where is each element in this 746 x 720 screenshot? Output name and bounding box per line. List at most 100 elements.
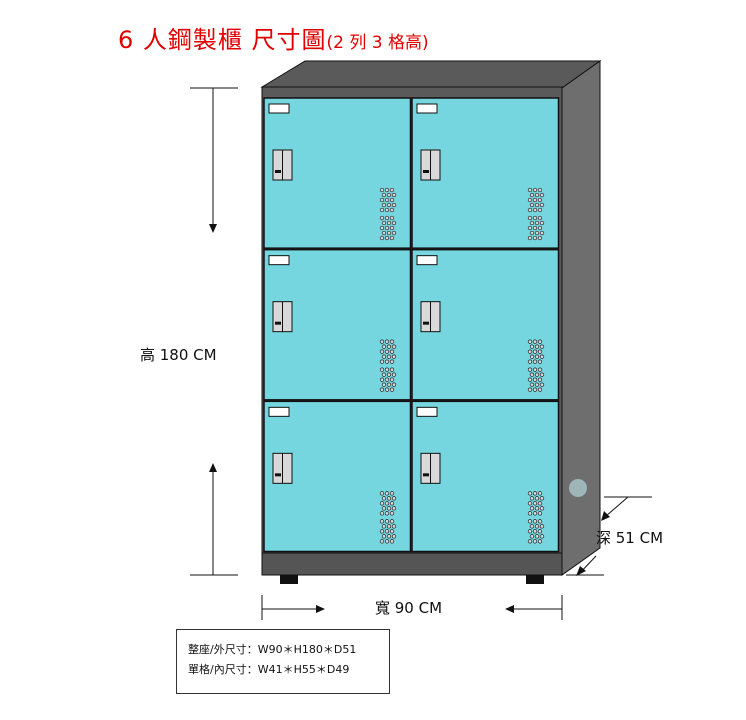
vent-hole (389, 519, 395, 524)
vent-hole (389, 187, 395, 193)
vent-hole (532, 529, 538, 534)
door-lock (423, 170, 429, 173)
vent-hole (527, 235, 533, 241)
cabinet-side (561, 60, 601, 576)
vent-hole (384, 207, 390, 213)
depth-arrow-up (576, 566, 586, 576)
vent-hole (537, 187, 543, 193)
vent-hole (539, 496, 545, 501)
vent-hole (527, 387, 533, 392)
vent-hole (384, 491, 390, 496)
vent-hole (537, 225, 543, 231)
width-dimension (261, 595, 563, 620)
vent-hole (537, 207, 543, 213)
vent-hole (384, 235, 390, 241)
vent-hole (527, 491, 533, 496)
vent-hole (532, 349, 538, 354)
vent-hole (391, 524, 397, 529)
vent-hole (534, 524, 540, 529)
vent-hole (379, 519, 385, 524)
name-card-slot (416, 406, 438, 417)
vent-hole (532, 235, 538, 241)
vent-hole (379, 367, 385, 372)
vent-hole (539, 192, 545, 198)
cabinet-foot-right (526, 575, 544, 584)
name-card-slot (268, 406, 290, 417)
vent-hole (529, 192, 535, 198)
vent-hole (537, 377, 543, 382)
vent-hole (537, 539, 543, 544)
vent-hole (384, 501, 390, 506)
vent-hole (386, 524, 392, 529)
vent-hole (391, 202, 397, 208)
vent-hole (386, 506, 392, 511)
vent-hole (539, 382, 545, 387)
vent-hole (384, 225, 390, 231)
vent-hole (379, 339, 385, 344)
vent-hole (527, 215, 533, 221)
vent-hole (537, 359, 543, 364)
vent-hole (391, 382, 397, 387)
door-lock (275, 321, 281, 325)
vent-hole (384, 511, 390, 516)
vent-hole (539, 230, 545, 236)
vent-hole (386, 220, 392, 226)
vent-hole (381, 372, 387, 377)
vent-hole (379, 387, 385, 392)
vent-hole (384, 529, 390, 534)
vent-hole (381, 534, 387, 539)
height-arrow-down (209, 224, 217, 233)
vent-hole (391, 230, 397, 236)
vent-hole (534, 344, 540, 349)
vent-hole (391, 496, 397, 501)
vent-hole (386, 534, 392, 539)
width-arrow-left (505, 605, 514, 613)
vent-hole (389, 235, 395, 241)
vent-hole (391, 344, 397, 349)
vent-hole (537, 511, 543, 516)
vent-hole (527, 359, 533, 364)
spec-inner: 單格/內尺寸：W41＊H55＊D49 (188, 663, 350, 676)
vent-hole (527, 511, 533, 516)
height-dimension (190, 87, 238, 576)
vent-hole (391, 506, 397, 511)
vent-hole (532, 339, 538, 344)
vent-hole (384, 359, 390, 364)
vent-hole (386, 496, 392, 501)
vent-hole (534, 220, 540, 226)
vent-hole (384, 539, 390, 544)
vent-hole (534, 202, 540, 208)
vent-hole (391, 192, 397, 198)
vent-hole (532, 511, 538, 516)
vent-hole (386, 344, 392, 349)
vent-hole (379, 511, 385, 516)
vent-hole (379, 225, 385, 231)
name-card-slot (268, 255, 290, 266)
vent-hole (529, 496, 535, 501)
vent-hole (532, 491, 538, 496)
watermark-icon (569, 479, 587, 497)
vent-hole (527, 529, 533, 534)
vent-hole (379, 187, 385, 193)
vent-hole (537, 529, 543, 534)
vent-hole (537, 519, 543, 524)
vent-hole (389, 339, 395, 344)
spec-box: 整座/外尺寸：W90＊H180＊D51 單格/內尺寸：W41＊H55＊D49 (176, 629, 390, 694)
vent-hole (532, 225, 538, 231)
vent-hole (532, 501, 538, 506)
vent-hole (389, 225, 395, 231)
vent-hole (381, 524, 387, 529)
vent-hole (379, 539, 385, 544)
vent-hole (386, 354, 392, 359)
vent-hole (379, 215, 385, 221)
vent-hole (537, 215, 543, 221)
vent-hole (381, 220, 387, 226)
vent-hole (529, 202, 535, 208)
vent-hole (532, 387, 538, 392)
width-arrow-right (316, 605, 325, 613)
vent-hole (389, 491, 395, 496)
vent-hole (386, 382, 392, 387)
vent-hole (379, 235, 385, 241)
vent-hole (389, 349, 395, 354)
vent-hole (384, 339, 390, 344)
